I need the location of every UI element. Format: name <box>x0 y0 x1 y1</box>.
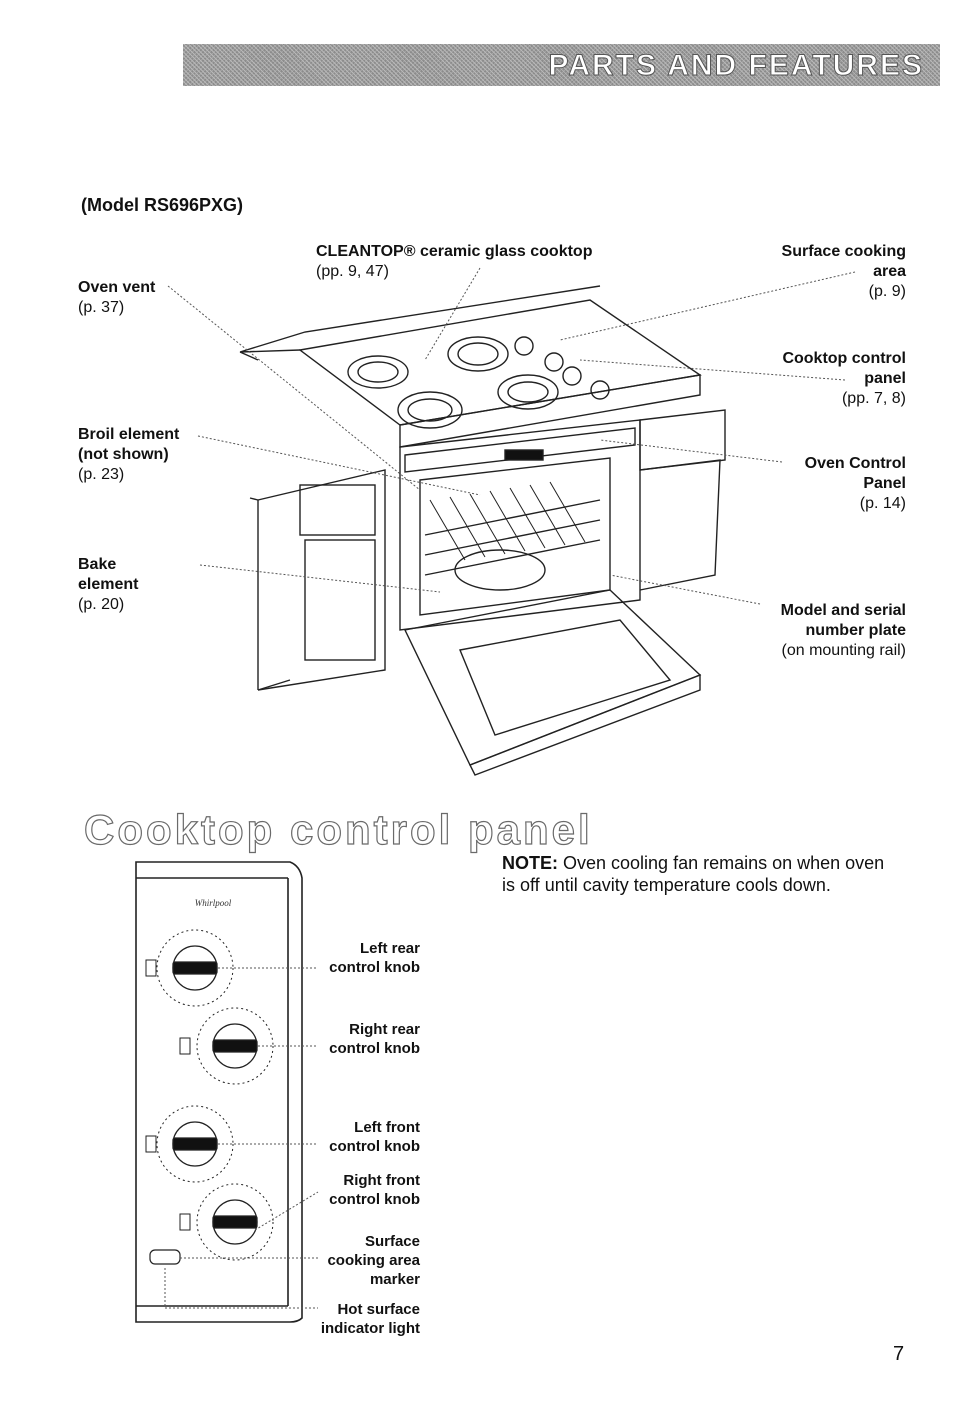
callout-cooktop-panel: Cooktop control panel (pp. 7, 8) <box>782 350 906 407</box>
callout-model-plate: Model and serial number plate (on mounti… <box>780 602 906 659</box>
callout-cooktop: CLEANTOP® ceramic glass cooktop (pp. 9, … <box>316 243 593 280</box>
label-right-front: Right front control knob <box>329 1172 420 1208</box>
knob-left-rear[interactable] <box>145 929 234 1007</box>
knob-left-front[interactable] <box>145 1105 234 1183</box>
note: NOTE: Oven cooling fan remains on when o… <box>502 853 885 895</box>
brand-logo: Whirlpool <box>195 898 232 908</box>
banner-title: PARTS AND FEATURES <box>548 49 924 83</box>
model-title: (Model RS696PXG) <box>81 195 244 215</box>
callout-surface-area: Surface cooking area (p. 9) <box>781 243 906 300</box>
surface-marker <box>149 1249 181 1265</box>
panel-outline <box>135 861 303 1323</box>
page-number: 7 <box>893 1343 905 1365</box>
label-hot-light: Hot surface indicator light <box>320 1301 420 1337</box>
callout-broil: Broil element (not shown) (p. 23) <box>78 426 180 483</box>
knob-right-rear[interactable] <box>179 1007 274 1085</box>
label-surface-marker: Surface cooking area marker <box>327 1233 420 1288</box>
knob-right-front[interactable] <box>179 1183 274 1261</box>
callout-oven-vent: Oven vent (p. 37) <box>78 279 156 316</box>
callout-bake: Bake element (p. 20) <box>78 556 139 613</box>
label-left-front: Left front control knob <box>329 1119 420 1155</box>
header-banner: PARTS AND FEATURES <box>183 44 940 86</box>
label-right-rear: Right rear control knob <box>329 1021 420 1057</box>
callout-oven-panel: Oven Control Panel (p. 14) <box>804 455 906 512</box>
label-left-rear: Left rear control knob <box>329 940 420 976</box>
section-title: Cooktop control panel <box>83 805 593 853</box>
